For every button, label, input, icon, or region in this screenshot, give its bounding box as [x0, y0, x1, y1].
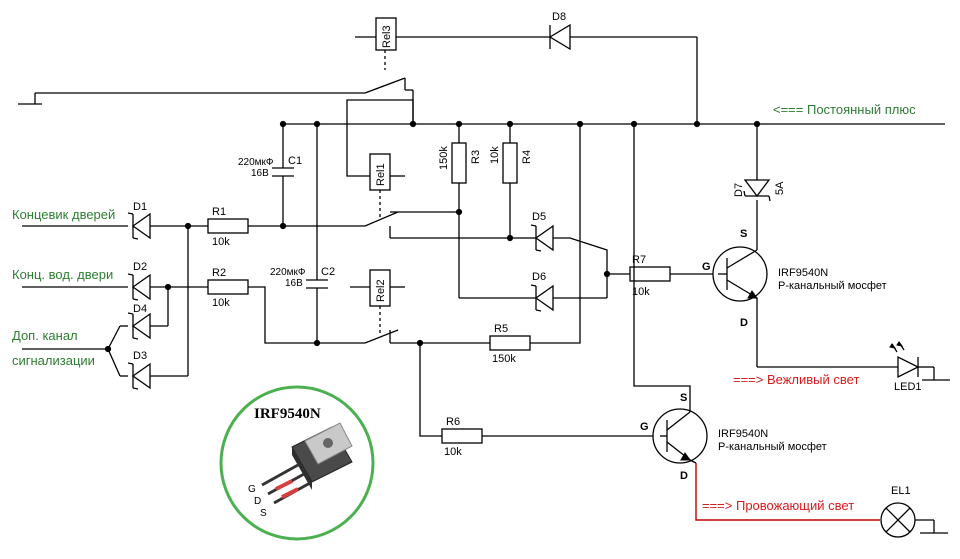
- mosfet-q1: G S D IRF9540N Р-канальный мосфет: [702, 124, 887, 367]
- c2-label: C2: [321, 266, 335, 278]
- r5-label: R5: [494, 323, 508, 335]
- d8-label: D8: [552, 11, 566, 23]
- diode-d8: [548, 23, 571, 51]
- d2-label: D2: [133, 261, 147, 273]
- mosfet-q2: G S D IRF9540N Р-канальный мосфет: [640, 392, 827, 482]
- d7-label: D7: [733, 183, 745, 197]
- q1-model: IRF9540N: [778, 267, 828, 279]
- photo-pin-s: S: [260, 508, 267, 519]
- q2-model: IRF9540N: [718, 428, 768, 440]
- r6-label: R6: [446, 416, 460, 428]
- output-escort-label: ===> Провожающий свет: [702, 498, 854, 513]
- el1-label: EL1: [891, 485, 911, 497]
- r1-label: R1: [212, 206, 226, 218]
- r2-value: 10k: [212, 297, 230, 309]
- c2-voltage: 16В: [285, 278, 303, 289]
- relay-rel3-coil: [375, 17, 397, 51]
- q2-source-pin: S: [680, 392, 687, 404]
- resistor-r3: R3 150k: [438, 124, 482, 298]
- d6-label: D6: [532, 271, 546, 283]
- r7-label: R7: [632, 254, 646, 266]
- d5-label: D5: [532, 211, 546, 223]
- q2-type: Р-канальный мосфет: [718, 441, 827, 453]
- diode-d4: [127, 312, 151, 340]
- photo-pin-g: G: [248, 484, 256, 495]
- d7-rating: 5A: [774, 181, 786, 195]
- c2-value: 220мкФ: [270, 267, 306, 278]
- relay-rel2: Rel2: [350, 269, 490, 347]
- resistor-r1: R1 10k: [207, 206, 249, 248]
- q1-source-pin: S: [740, 228, 747, 240]
- resistor-r6: R6 10k: [441, 416, 483, 458]
- q2-gate-pin: G: [640, 421, 649, 433]
- d1-label: D1: [133, 201, 147, 213]
- d3-label: D3: [133, 350, 147, 362]
- diode-d3: [127, 362, 151, 390]
- diode-d1: [127, 212, 151, 240]
- r4-value: 10k: [489, 146, 501, 164]
- r3-label: R3: [470, 150, 482, 164]
- r7-value: 10k: [632, 286, 650, 298]
- resistor-r5: R5 150k: [489, 323, 531, 365]
- mosfet-photo-inset: IRF9540N G D S: [219, 385, 375, 541]
- rel3-branch: Rel3 D8: [18, 11, 698, 124]
- input-door-label: Концевик дверей: [12, 207, 115, 222]
- r4-label: R4: [521, 150, 533, 164]
- r3-value: 150k: [438, 146, 450, 170]
- r6-value: 10k: [444, 446, 462, 458]
- plus-rail-label: <=== Постоянный плюс: [773, 102, 916, 117]
- c1-voltage: 16В: [251, 168, 269, 179]
- q2-drain-pin: D: [680, 470, 688, 482]
- resistor-r7: R7 10k: [629, 254, 671, 298]
- output-courtesy-label: ===> Вежливый свет: [733, 372, 859, 387]
- rel1-label: Rel1: [375, 163, 387, 186]
- photo-pin-d: D: [254, 496, 261, 507]
- capacitor-c2: 220мкФ 16В C2: [270, 124, 335, 343]
- r2-label: R2: [212, 267, 226, 279]
- c1-label: C1: [288, 155, 302, 167]
- input-aux2-label: сигнализации: [12, 353, 95, 368]
- d4-label: D4: [133, 303, 147, 315]
- q1-type: Р-канальный мосфет: [778, 280, 887, 292]
- relay-rel1: Rel1: [346, 99, 520, 239]
- input-section: Концевик дверей Конц. вод. двери Доп. ка…: [12, 201, 208, 390]
- plus-rail: <=== Постоянный плюс: [279, 102, 945, 128]
- r5-value: 150k: [492, 353, 516, 365]
- c1-value: 220мкФ: [238, 157, 274, 168]
- led1-label: LED1: [894, 381, 922, 393]
- diode-d2: [127, 273, 151, 301]
- q1-drain-pin: D: [740, 317, 748, 329]
- lamp-el1: [880, 502, 916, 538]
- photo-title: IRF9540N: [254, 406, 321, 422]
- rel2-label: Rel2: [375, 279, 387, 302]
- resistor-r2: R2 10k: [207, 267, 249, 309]
- input-aux1-label: Доп. канал: [12, 328, 78, 343]
- diode-d7: [743, 172, 771, 202]
- resistor-r4: R4 10k: [489, 124, 533, 242]
- q1-gate-pin: G: [702, 261, 711, 273]
- input-driver-door-label: Конц. вод. двери: [12, 267, 113, 282]
- r1-value: 10k: [212, 236, 230, 248]
- led-led1: [889, 341, 920, 379]
- capacitor-c1: 220мкФ 16В C1: [238, 124, 302, 226]
- rel3-label: Rel3: [381, 25, 393, 48]
